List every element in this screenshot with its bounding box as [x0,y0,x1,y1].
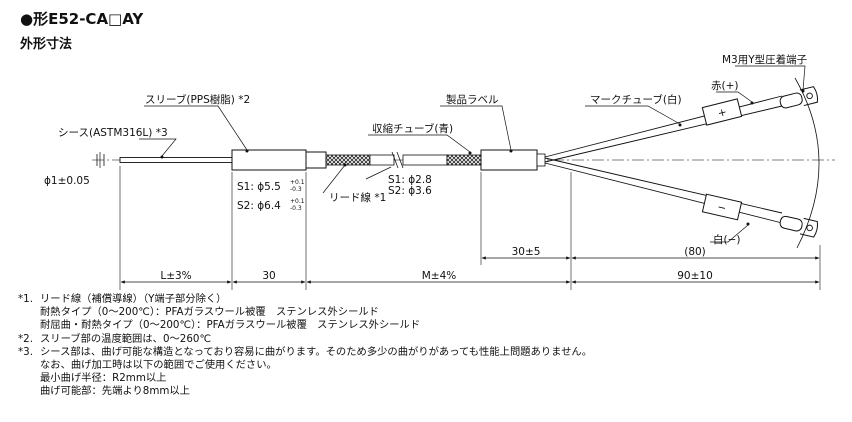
sheath-label: シース(ASTM316L) *3 [58,127,168,139]
dim-sleeve-length: 30 [262,270,275,282]
crimp-terminal-plus [779,86,819,109]
dim-M: M±4% [422,270,457,282]
note-line: 最小曲げ半径：R2mm以上 [40,372,167,385]
product-label-label: 製品ラベル [446,93,499,106]
sleeve [231,149,307,171]
lead-s1-dim: S1: ϕ2.8 [388,174,432,186]
shrink-tube-label: 収縮チューブ(青) [372,122,453,135]
svg-text:−: − [716,201,727,215]
note-line: *3.シース部は、曲げ可能な構造となっており容易に曲がります。そのため多少の曲が… [18,345,593,358]
sheath-diameter: ϕ1±0.05 [44,175,90,187]
sleeve-s2-dim: S2: ϕ6.4 [237,200,281,212]
svg-text:+: + [717,106,728,120]
note-line: *2.スリーブ部の温度範囲は、0～260℃ [18,332,212,345]
note-line: 耐熱タイプ（0～200℃）：PFAガラスウール被覆 ステンレス外シールド [40,306,379,319]
dim-total-end: 90±10 [677,270,713,282]
sheath [119,157,233,163]
red-plus-label: 赤(+) [711,80,739,92]
sleeve-label: スリーブ(PPS樹脂) *2 [145,93,250,106]
dim-label-length: 30±5 [512,246,541,258]
lead-shield-left [325,154,371,166]
lead-wire-label: リード線 *1 [329,191,386,204]
sleeve-s1-dim: S1: ϕ5.5 [237,181,281,193]
lead-shield-right [446,154,482,166]
note-line: 曲げ可能部：先端より8mm以上 [40,385,190,398]
crimp-terminal-minus [779,215,819,238]
note-line: 耐屈曲・耐熱タイプ（0～200℃）：PFAガラスウール被覆 ステンレス外シールド [40,319,421,332]
white-minus-label: 白(−) [713,233,741,246]
dim-lead-ref: (80) [684,246,706,258]
mark-tube-minus: − [701,193,743,221]
product-label-box [480,149,538,171]
section-subtitle: 外形寸法 [20,37,73,52]
lead-s2-dim: S2: ϕ3.6 [388,185,432,197]
note-line: なお、曲げ加工時は以下の範囲でご使用ください。 [40,359,277,372]
product-title: ●形E52-CA□AY [20,10,144,28]
terminal-arc [794,77,820,249]
mark-tube-plus: + [701,98,743,126]
dim-L: L±3% [160,270,191,282]
note-line: *1.リード線（補償導線）（Y端子部分除く） [18,293,227,305]
svg-text:-0.3: -0.3 [290,205,302,212]
footnotes: *1.リード線（補償導線）（Y端子部分除く） 耐熱タイプ（0～200℃）：PFA… [18,293,592,399]
svg-text:-0.3: -0.3 [290,186,302,193]
mark-tube-label: マークチューブ(白) [590,93,682,106]
svg-text:+0.1: +0.1 [290,198,305,205]
svg-text:+0.1: +0.1 [290,179,305,186]
terminal-label: M3用Y型圧着端子 [722,53,807,66]
